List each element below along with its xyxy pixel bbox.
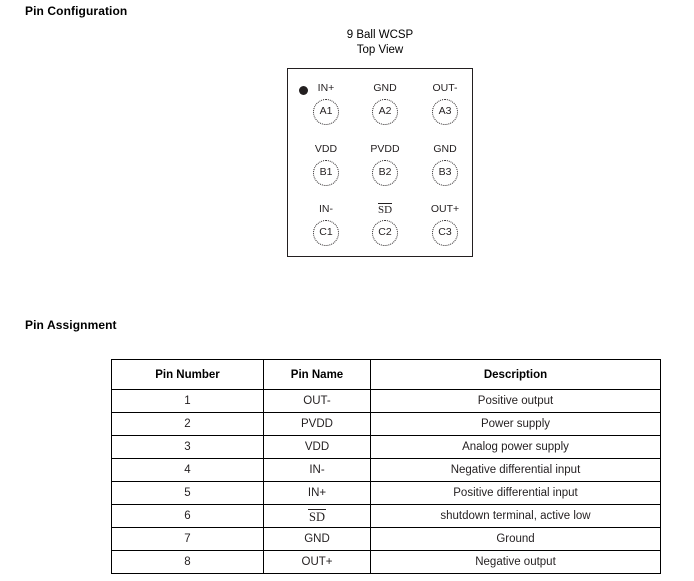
cell-description: Positive output <box>370 389 661 413</box>
ball-c3-label: OUT+ <box>430 203 460 215</box>
ball-c2-designator: C2 <box>372 220 398 246</box>
ball-b1-designator: B1 <box>313 160 339 186</box>
ball-c1-label: IN- <box>319 203 333 215</box>
column-header-description: Description <box>370 359 661 390</box>
cell-pin-name: IN+ <box>263 481 371 505</box>
ball-c3-designator: C3 <box>432 220 458 246</box>
ball-c2-label-text: SD <box>377 203 393 216</box>
cell-pin-number: 4 <box>111 458 264 482</box>
cell-description: shutdown terminal, active low <box>370 504 661 528</box>
ball-b3: GND B3 <box>415 143 475 186</box>
package-title: 9 Ball WCSP Top View <box>287 28 473 58</box>
ball-a1-designator: A1 <box>313 99 339 125</box>
cell-description: Analog power supply <box>370 435 661 459</box>
ball-a3-designator: A3 <box>432 99 458 125</box>
ball-b1: VDD B1 <box>296 143 356 186</box>
cell-description: Negative output <box>370 550 661 574</box>
ball-a2: GND A2 <box>355 82 415 125</box>
ball-c2-label: SD <box>355 203 415 216</box>
ball-a3: OUT- A3 <box>415 82 475 125</box>
table-header-row: Pin Number Pin Name Description <box>111 359 661 390</box>
ball-b3-designator: B3 <box>432 160 458 186</box>
pin-1-marker-dot <box>299 86 308 95</box>
ball-b2: PVDD B2 <box>355 143 415 186</box>
ball-c1-designator: C1 <box>313 220 339 246</box>
ball-a3-label: OUT- <box>432 82 458 94</box>
package-outline: IN+ A1 GND A2 OUT- A3 VDD B1 PVDD B2 GND… <box>287 68 473 257</box>
ball-a2-designator: A2 <box>372 99 398 125</box>
cell-pin-number: 7 <box>111 527 264 551</box>
ball-b2-label: PVDD <box>370 143 400 155</box>
cell-pin-name: GND <box>263 527 371 551</box>
package-title-line1: 9 Ball WCSP <box>346 29 414 41</box>
package-title-line2: Top View <box>356 44 404 56</box>
cell-pin-number: 3 <box>111 435 264 459</box>
page-title-pin-assignment: Pin Assignment <box>25 318 117 332</box>
ball-c2: SD C2 <box>355 203 415 246</box>
cell-pin-number: 6 <box>111 504 264 528</box>
cell-description: Ground <box>370 527 661 551</box>
column-header-pin-number: Pin Number <box>111 359 264 390</box>
cell-pin-name: IN- <box>263 458 371 482</box>
ball-b3-label: GND <box>433 143 457 155</box>
cell-description: Power supply <box>370 412 661 436</box>
ball-a1-label: IN+ <box>317 82 335 94</box>
column-header-pin-name: Pin Name <box>263 359 371 390</box>
cell-pin-number: 1 <box>111 389 264 413</box>
cell-pin-name: SD <box>263 504 371 528</box>
cell-description: Negative differential input <box>370 458 661 482</box>
cell-pin-name: OUT- <box>263 389 371 413</box>
cell-pin-number: 5 <box>111 481 264 505</box>
cell-pin-name: OUT+ <box>263 550 371 574</box>
page-title-pin-configuration: Pin Configuration <box>25 4 128 18</box>
cell-pin-number: 8 <box>111 550 264 574</box>
ball-c1: IN- C1 <box>296 203 356 246</box>
ball-a2-label: GND <box>373 82 397 94</box>
ball-c3: OUT+ C3 <box>415 203 475 246</box>
ball-a1: IN+ A1 <box>296 82 356 125</box>
table-row: 6 SD shutdown terminal, active low <box>111 504 661 528</box>
cell-pin-number: 2 <box>111 412 264 436</box>
cell-pin-name: PVDD <box>263 412 371 436</box>
ball-b1-label: VDD <box>314 143 338 155</box>
cell-description: Positive differential input <box>370 481 661 505</box>
ball-b2-designator: B2 <box>372 160 398 186</box>
cell-pin-name: VDD <box>263 435 371 459</box>
cell-pin-name-overlined: SD <box>308 508 326 524</box>
